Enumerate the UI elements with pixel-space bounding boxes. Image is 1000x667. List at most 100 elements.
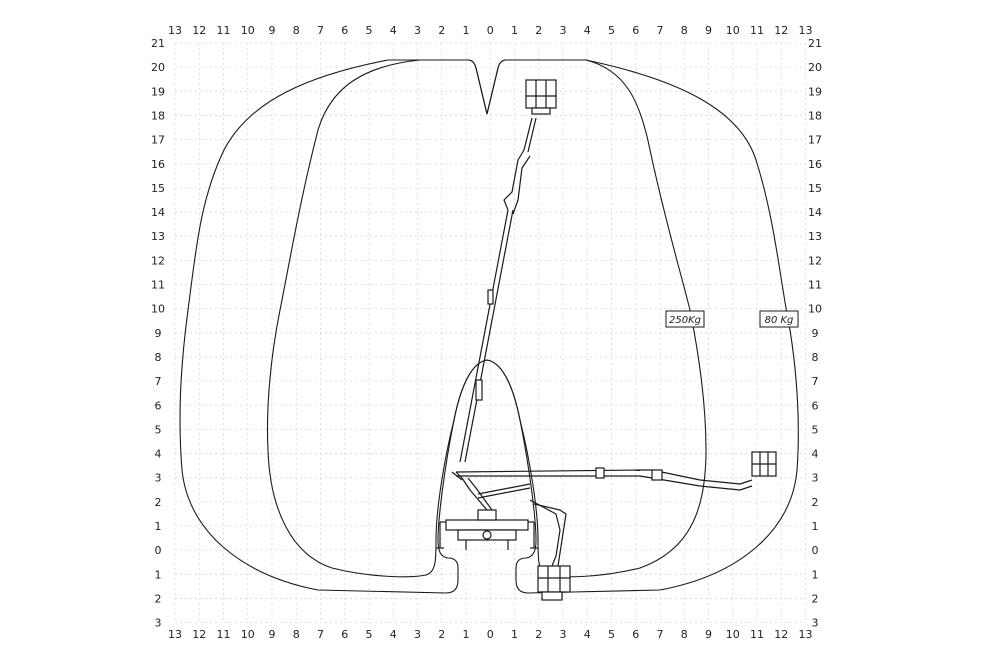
x-tick-top-label: 0 <box>487 24 494 37</box>
x-tick-bottom-label: 4 <box>390 628 397 641</box>
x-tick-bottom-label: 12 <box>774 628 788 641</box>
x-tick-top-label: 10 <box>241 24 255 37</box>
x-tick-bottom-label: 7 <box>657 628 664 641</box>
x-tick-bottom-label: 5 <box>608 628 615 641</box>
x-tick-bottom-label: 5 <box>366 628 373 641</box>
y-tick-left-label: 17 <box>151 134 165 147</box>
x-tick-top-label: 12 <box>192 24 206 37</box>
y-tick-right-label: 3 <box>812 617 819 630</box>
x-tick-top-label: 9 <box>269 24 276 37</box>
y-tick-right-label: 19 <box>808 85 822 98</box>
x-tick-top-label: 13 <box>799 24 813 37</box>
label-250kg: 250Kg <box>665 310 705 328</box>
x-tick-top-label: 5 <box>608 24 615 37</box>
x-tick-bottom-label: 8 <box>681 628 688 641</box>
x-tick-top-label: 7 <box>317 24 324 37</box>
y-tick-left-label: 13 <box>151 230 165 243</box>
y-tick-left-label: 6 <box>155 399 162 412</box>
x-tick-bottom-label: 3 <box>560 628 567 641</box>
y-tick-right-label: 2 <box>812 496 819 509</box>
x-tick-top-label: 4 <box>584 24 591 37</box>
x-tick-top-label: 6 <box>632 24 639 37</box>
label-80kg: 80 Kg <box>759 310 799 328</box>
y-tick-right-label: 1 <box>812 568 819 581</box>
x-tick-bottom-label: 7 <box>317 628 324 641</box>
x-tick-top-label: 1 <box>511 24 518 37</box>
x-tick-bottom-label: 10 <box>241 628 255 641</box>
y-tick-left-label: 9 <box>155 327 162 340</box>
y-tick-right-label: 8 <box>812 351 819 364</box>
x-tick-bottom-label: 6 <box>632 628 639 641</box>
x-tick-bottom-label: 13 <box>799 628 813 641</box>
y-tick-left-label: 1 <box>155 568 162 581</box>
y-tick-left-label: 15 <box>151 182 165 195</box>
grid-lines <box>174 42 806 623</box>
y-tick-left-label: 14 <box>151 206 165 219</box>
y-tick-right-label: 1 <box>812 520 819 533</box>
y-tick-right-label: 0 <box>812 544 819 557</box>
x-tick-top-label: 2 <box>535 24 542 37</box>
y-tick-right-label: 10 <box>808 303 822 316</box>
y-tick-right-label: 2 <box>812 592 819 605</box>
y-tick-left-label: 2 <box>155 592 162 605</box>
basket-side <box>751 451 777 477</box>
y-tick-right-label: 4 <box>812 448 819 461</box>
x-tick-top-label: 12 <box>774 24 788 37</box>
y-tick-right-label: 13 <box>808 230 822 243</box>
x-tick-bottom-label: 11 <box>217 628 231 641</box>
y-tick-right-label: 11 <box>808 279 822 292</box>
y-tick-right-label: 14 <box>808 206 822 219</box>
x-tick-top-label: 5 <box>366 24 373 37</box>
x-tick-top-label: 9 <box>705 24 712 37</box>
y-tick-right-label: 17 <box>808 134 822 147</box>
y-tick-left-label: 19 <box>151 85 165 98</box>
y-tick-left-label: 0 <box>155 544 162 557</box>
x-tick-bottom-label: 1 <box>511 628 518 641</box>
y-tick-left-label: 5 <box>155 423 162 436</box>
y-tick-left-label: 2 <box>155 496 162 509</box>
x-tick-top-label: 7 <box>657 24 664 37</box>
y-tick-left-label: 7 <box>155 375 162 388</box>
y-tick-left-label: 11 <box>151 279 165 292</box>
y-tick-left-label: 12 <box>151 254 165 267</box>
inner-envelope-250kg <box>266 59 707 578</box>
label-250kg-text: 250Kg <box>669 315 701 326</box>
y-tick-right-label: 21 <box>808 37 822 50</box>
x-tick-top-label: 8 <box>293 24 300 37</box>
y-tick-left-label: 21 <box>151 37 165 50</box>
x-tick-top-label: 1 <box>463 24 470 37</box>
y-tick-left-label: 18 <box>151 109 165 122</box>
y-tick-left-label: 8 <box>155 351 162 364</box>
y-tick-left-label: 10 <box>151 303 165 316</box>
y-tick-right-label: 16 <box>808 158 822 171</box>
y-tick-right-label: 9 <box>812 327 819 340</box>
x-tick-top-label: 3 <box>560 24 567 37</box>
y-tick-right-label: 3 <box>812 472 819 485</box>
machine-chassis <box>436 509 538 550</box>
y-tick-left-label: 3 <box>155 472 162 485</box>
y-tick-left-label: 4 <box>155 448 162 461</box>
x-tick-top-label: 13 <box>168 24 182 37</box>
y-tick-left-label: 3 <box>155 617 162 630</box>
x-tick-bottom-label: 10 <box>726 628 740 641</box>
x-tick-top-label: 11 <box>217 24 231 37</box>
x-tick-bottom-label: 1 <box>463 628 470 641</box>
machine-boom-vertical <box>459 117 537 463</box>
y-tick-right-label: 20 <box>808 61 822 74</box>
basket-top <box>525 79 557 115</box>
machine-boom-horizontal <box>451 467 753 491</box>
machine-boom-down <box>529 499 567 567</box>
x-tick-top-label: 3 <box>414 24 421 37</box>
y-tick-left-label: 20 <box>151 61 165 74</box>
x-tick-bottom-label: 3 <box>414 628 421 641</box>
y-tick-right-label: 5 <box>812 423 819 436</box>
x-tick-bottom-label: 9 <box>705 628 712 641</box>
x-tick-top-label: 11 <box>750 24 764 37</box>
y-tick-right-label: 18 <box>808 109 822 122</box>
y-tick-left-label: 16 <box>151 158 165 171</box>
x-tick-top-label: 8 <box>681 24 688 37</box>
